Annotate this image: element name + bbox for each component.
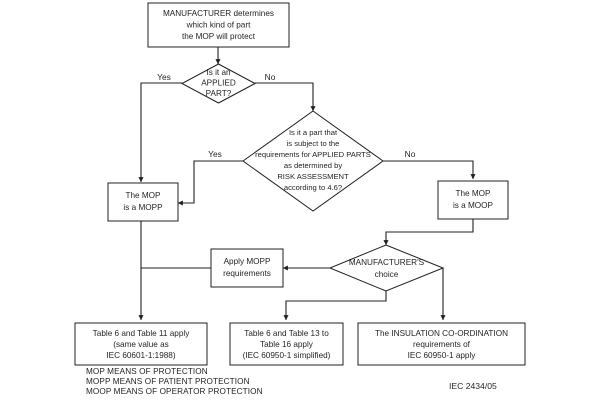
node-applied-line-1: Is it an (206, 68, 231, 77)
edge-label-applied-no: No (265, 72, 276, 82)
connector-applied-no-to-risk (255, 82, 316, 112)
connector-choice-to-result2 (283, 291, 387, 321)
node-result1-line-3: IEC 60601-1:1988) (106, 351, 175, 360)
node-risk-line-5: RISK ASSESSMENT (277, 172, 349, 181)
node-start[interactable]: MANUFACTURER determines which kind of pa… (147, 2, 290, 48)
connector-moop-to-choice (383, 218, 474, 246)
node-result-mopp-tables[interactable]: Table 6 and Table 11 apply (same value a… (74, 322, 208, 366)
node-result2-line-1: Table 6 and Table 13 to (244, 329, 329, 338)
node-apply-mopp-line-1: Apply MOPP (224, 257, 271, 266)
figure-caption: IEC 2434/05 (449, 381, 497, 391)
legend: MOP MEANS OF PROTECTION MOPP MEANS OF PA… (86, 367, 263, 396)
edge-label-applied-yes: Yes (157, 72, 171, 82)
node-moop-line-2: is a MOOP (453, 201, 494, 210)
node-result2-line-2: Table 16 apply (260, 340, 314, 349)
node-mopp-line-2: is a MOPP (123, 203, 163, 212)
node-result3-line-3: IEC 60950-1 apply (408, 351, 477, 360)
node-choice-line-2: choice (375, 270, 399, 279)
node-apply-mopp[interactable]: Apply MOPP requirements (210, 248, 284, 288)
node-apply-mopp-line-2: requirements (223, 269, 271, 278)
node-risk-line-4: as determined by (284, 161, 342, 170)
node-decision-risk-assessment[interactable]: Is it a part that is subject to the requ… (242, 110, 384, 212)
legend-line-moop: MOOP MEANS OF OPERATOR PROTECTION (86, 387, 263, 396)
node-mopp-line-1: The MOP (125, 191, 161, 200)
node-start-line-3: the MOP will protect (182, 32, 256, 41)
node-risk-line-1: Is it a part that (289, 128, 338, 137)
node-risk-line-2: is subject to the (287, 139, 340, 148)
node-decision-manufacturer-choice[interactable]: MANUFACTURER'S choice (328, 244, 445, 292)
edge-label-risk-yes: Yes (208, 149, 222, 159)
node-result3-line-1: The INSULATION CO-ORDINATION (375, 329, 508, 338)
node-moop-line-1: The MOP (455, 189, 491, 198)
node-result-moop-tables[interactable]: Table 6 and Table 13 to Table 16 apply (… (229, 322, 344, 366)
connector-layer (138, 47, 476, 321)
node-result3-line-2: requirements of (413, 340, 471, 349)
legend-line-mopp: MOPP MEANS OF PATIENT PROTECTION (86, 377, 250, 386)
node-risk-line-6: according to 4.6? (284, 183, 342, 192)
node-result1-line-1: Table 6 and Table 11 apply (93, 329, 191, 338)
node-mopp[interactable]: The MOP is a MOPP (107, 182, 179, 222)
node-start-line-2: which kind of part (186, 21, 251, 30)
node-result1-line-2: (same value as (113, 340, 169, 349)
connector-risk-yes-to-mopp (177, 160, 243, 206)
connector-applied-yes-to-mopp (138, 82, 182, 183)
node-result-insulation[interactable]: The INSULATION CO-ORDINATION requirement… (357, 322, 526, 366)
node-start-line-1: MANUFACTURER determines (163, 9, 274, 18)
node-result2-line-3: (IEC 60950-1 simplified) (243, 351, 331, 360)
node-risk-line-3: requirements for APPLIED PARTS (255, 150, 371, 159)
legend-line-mop: MOP MEANS OF PROTECTION (86, 367, 208, 376)
edge-label-risk-no: No (405, 149, 416, 159)
node-applied-line-2: APPLIED (201, 79, 236, 88)
node-decision-applied-part[interactable]: Is it an APPLIED PART? (180, 63, 257, 104)
node-choice-line-1: MANUFACTURER'S (349, 258, 425, 267)
node-applied-line-3: PART? (206, 89, 232, 98)
node-moop[interactable]: The MOP is a MOOP (437, 180, 509, 220)
connector-risk-no-to-moop (383, 160, 476, 180)
